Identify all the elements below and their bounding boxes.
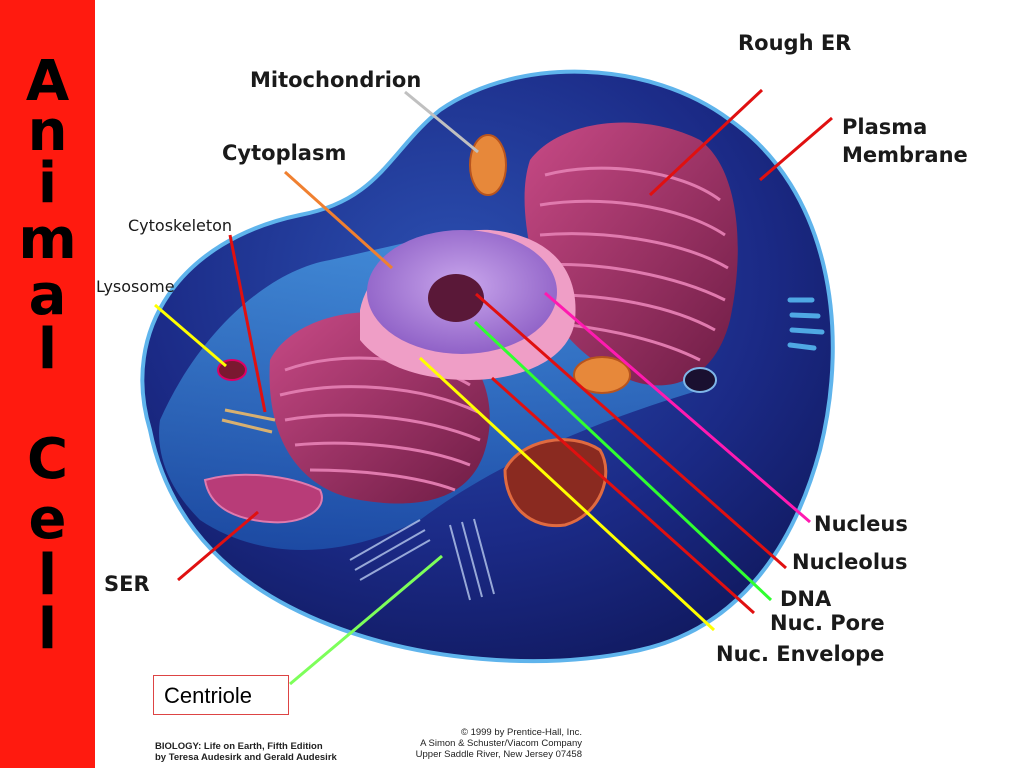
leader-cytoskeleton [228, 234, 267, 413]
leader-lysosome [154, 303, 227, 368]
credit-left-line: by Teresa Audesirk and Gerald Audesirk [155, 752, 337, 763]
title-letter: n [27, 99, 68, 164]
title-letter: l [37, 597, 58, 662]
label-nucleus: Nucleus [814, 512, 908, 536]
title-letter: l [37, 543, 58, 608]
label-dna: DNA [780, 587, 832, 611]
label-nuc-envelope: Nuc. Envelope [716, 642, 885, 666]
title-letter: C [26, 427, 69, 492]
leader-plasma-membrane [759, 116, 833, 182]
label-ser: SER [104, 572, 150, 596]
mitochondrion-shape-2 [573, 356, 631, 394]
label-rough-er: Rough ER [738, 31, 852, 55]
cytoskeleton-shape [221, 408, 276, 434]
title-letter: i [37, 151, 58, 216]
centriole-label-box: Centriole [153, 675, 289, 715]
leader-dna [473, 320, 773, 602]
centriole-shape [349, 518, 495, 601]
plasma-membrane [140, 69, 835, 664]
credit-right-line: © 1999 by Prentice-Hall, Inc. [460, 727, 582, 738]
label-cytoplasm: Cytoplasm [222, 141, 347, 165]
title-letter: a [28, 263, 67, 328]
ser-shape [203, 473, 323, 524]
nucleus-shape [360, 229, 576, 380]
title-letter: l [37, 317, 58, 382]
title-sidebar: A n i m a l C e l l [0, 0, 95, 768]
leader-nuc-envelope [418, 356, 716, 632]
credit-right-line: Upper Saddle River, New Jersey 07458 [415, 749, 582, 760]
label-lysosome: Lysosome [96, 277, 175, 296]
label-nuc-pore: Nuc. Pore [770, 611, 885, 635]
leader-nucleolus [475, 292, 787, 570]
title-letter: e [28, 487, 67, 552]
label-centriole: Centriole [164, 683, 253, 708]
vesicle-shape [683, 367, 717, 393]
label-plasma: Plasma [842, 115, 928, 139]
credit-left-line: BIOLOGY: Life on Earth, Fifth Edition [155, 741, 323, 752]
title-letter: m [18, 207, 77, 272]
leader-mitochondrion [404, 90, 479, 154]
label-mitochondrion: Mitochondrion [250, 68, 422, 92]
label-nucleolus: Nucleolus [792, 550, 908, 574]
leader-nuc-pore [490, 376, 756, 615]
leader-cytoplasm [283, 170, 394, 270]
leader-centriole [289, 554, 443, 686]
leader-rough-er [648, 88, 764, 197]
label-membrane: Membrane [842, 143, 968, 167]
membrane-projections [787, 297, 825, 351]
mitochondrion-shape [469, 134, 507, 196]
credit-right-line: A Simon & Schuster/Viacom Company [420, 738, 582, 749]
leader-ser [177, 510, 259, 582]
credit-left: BIOLOGY: Life on Earth, Fifth Edition by… [155, 741, 337, 763]
title-letter: A [25, 49, 70, 114]
credit-right: © 1999 by Prentice-Hall, Inc. A Simon & … [392, 727, 582, 760]
label-cytoskeleton: Cytoskeleton [128, 216, 233, 235]
leader-nucleus [544, 291, 811, 524]
